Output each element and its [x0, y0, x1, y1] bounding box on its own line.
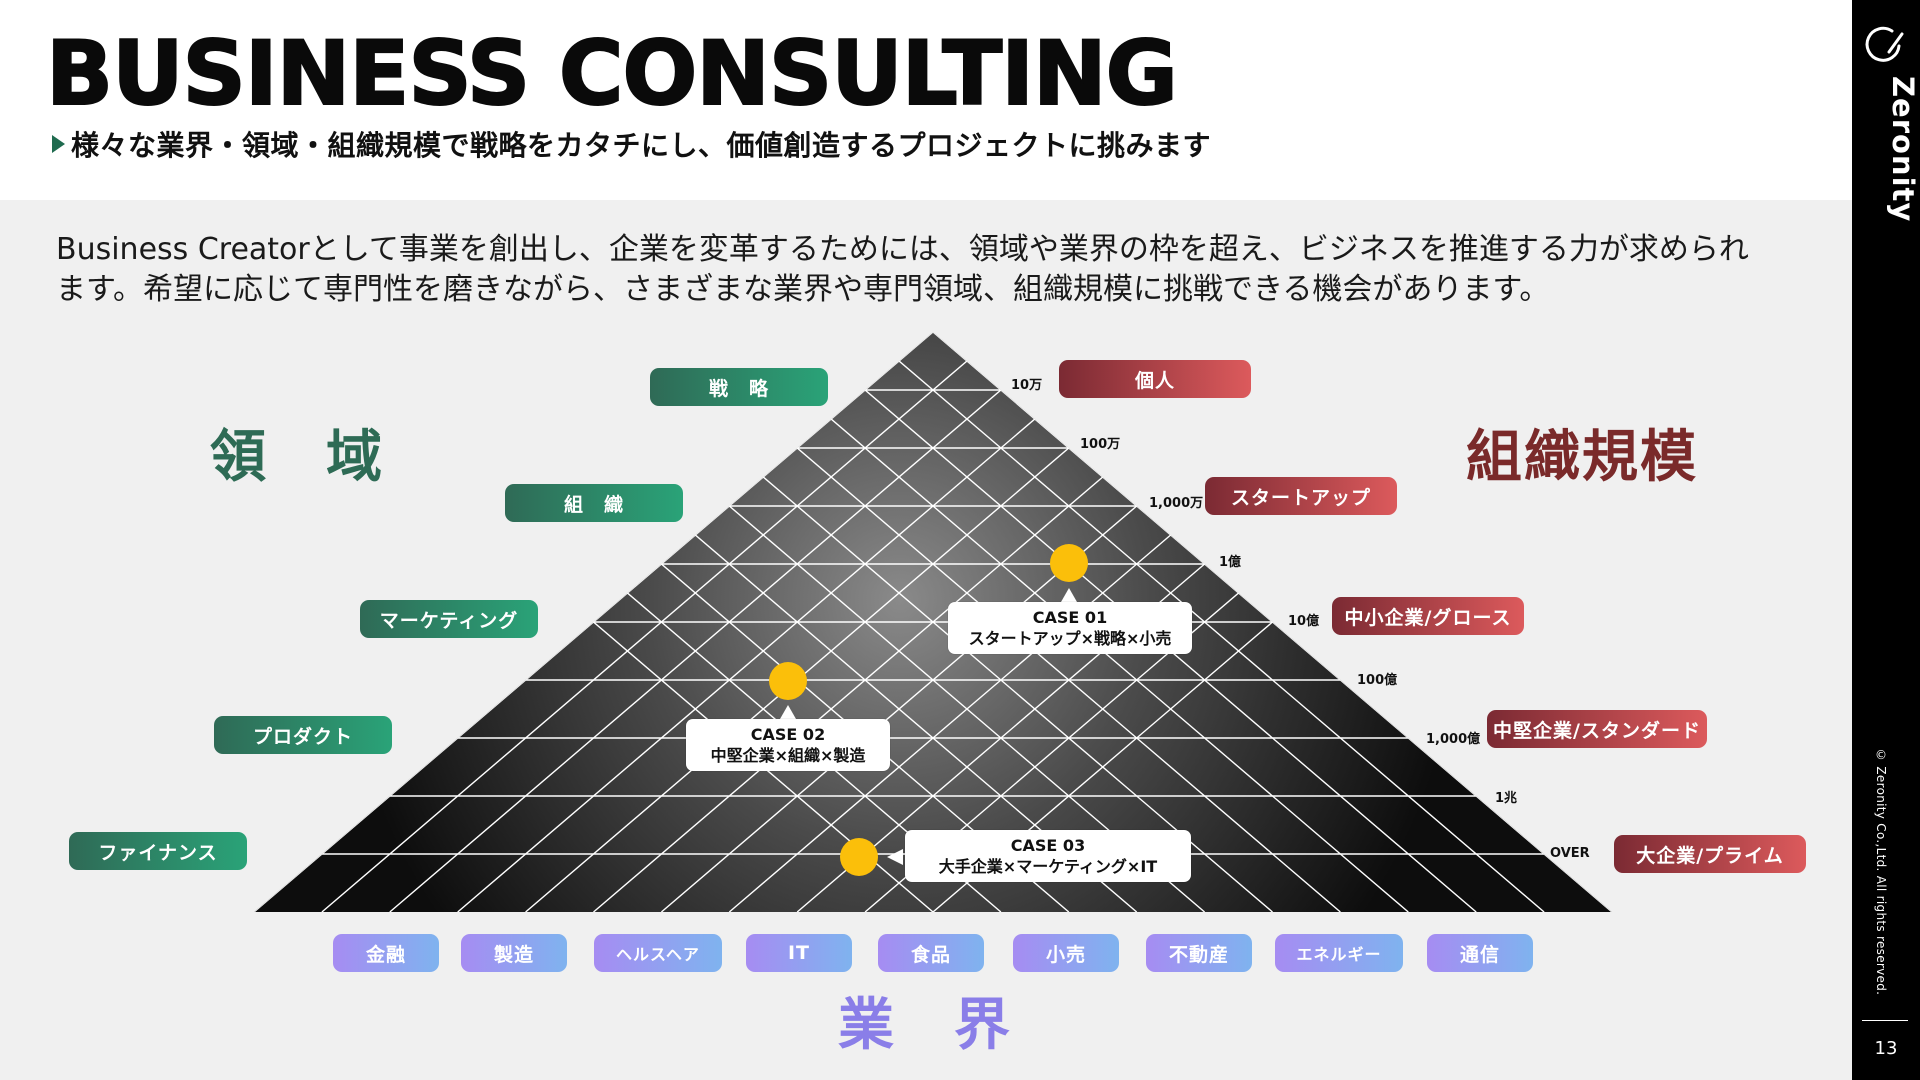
domain-heading: 領 域: [210, 425, 384, 490]
copyright-text: © Zeronity Co.,Ltd. All rights reserved.: [1874, 748, 1888, 996]
scale-label: 100億: [1357, 673, 1398, 688]
triangle-bullet-icon: [52, 135, 65, 153]
scale-label: 1兆: [1495, 791, 1518, 806]
case-01-title: CASE 01: [1032, 608, 1108, 627]
org-tag-midsize-standard: 中堅企業/スタンダード: [1487, 710, 1707, 748]
intro-text: Business Creatorとして事業を創出し、企業を変革するためには、領域…: [56, 232, 1749, 307]
case-03-pointer: [887, 849, 903, 865]
industry-tag-it: IT: [746, 934, 852, 972]
case-03-desc: 大手企業×マーケティング×IT: [938, 857, 1158, 876]
page-number: 13: [1874, 1038, 1898, 1059]
scale-label: 10万: [1011, 378, 1043, 393]
domain-tag-strategy: 戦 略: [650, 368, 828, 406]
domain-tag-finance: ファイナンス: [69, 832, 247, 870]
zeronity-logo-icon: [1865, 26, 1904, 62]
brand-sidebar: [1852, 0, 1920, 1080]
scale-label: 100万: [1080, 437, 1121, 452]
brand-name: Zeronity: [1886, 76, 1920, 223]
industry-heading: 業 界: [838, 993, 1012, 1058]
industry-tag-food: 食品: [878, 934, 984, 972]
page-subtitle: 様々な業界・領域・組織規模で戦略をカタチにし、価値創造するプロジェクトに挑みます: [71, 129, 1212, 162]
slide-header: BUSINESS CONSULTING 様々な業界・領域・組織規模で戦略をカタチ…: [0, 0, 1852, 200]
scale-label: 1,000億: [1426, 732, 1481, 747]
case-02-desc: 中堅企業×組織×製造: [710, 746, 866, 765]
industry-tag-telecom: 通信: [1427, 934, 1533, 972]
case-03-callout: CASE 03 大手企業×マーケティング×IT: [905, 830, 1191, 882]
industry-tag-energy: エネルギー: [1275, 934, 1403, 972]
case-03-marker: [840, 838, 878, 876]
org-tag-enterprise-prime: 大企業/プライム: [1614, 835, 1806, 873]
industry-tag-retail: 小売: [1013, 934, 1119, 972]
scale-label: OVER: [1550, 846, 1590, 861]
org-tag-startup: スタートアップ: [1205, 477, 1397, 515]
page-title: BUSINESS CONSULTING: [45, 22, 1179, 125]
industry-tag-manufacturing: 製造: [461, 934, 567, 972]
industry-tag-real-estate: 不動産: [1146, 934, 1252, 972]
case-02-pointer: [780, 705, 796, 719]
case-01-pointer: [1061, 588, 1077, 602]
industry-tag-healthcare: ヘルスヘア: [594, 934, 722, 972]
domain-tag-marketing: マーケティング: [360, 600, 538, 638]
case-01-marker: [1050, 544, 1088, 582]
case-01-desc: スタートアップ×戦略×小売: [968, 629, 1172, 648]
scale-label: 10億: [1288, 614, 1320, 629]
case-01-callout: CASE 01 スタートアップ×戦略×小売: [948, 602, 1192, 654]
org-tag-sme-growth: 中小企業/グロース: [1332, 597, 1524, 635]
domain-tag-product: プロダクト: [214, 716, 392, 754]
subtitle-row: 様々な業界・領域・組織規模で戦略をカタチにし、価値創造するプロジェクトに挑みます: [52, 124, 1211, 164]
domain-tag-organization: 組 織: [505, 484, 683, 522]
industry-tag-finance: 金融: [333, 934, 439, 972]
organization-scale-heading: 組織規模: [1466, 425, 1698, 490]
case-02-title: CASE 02: [750, 725, 826, 744]
scale-label: 1,000万: [1149, 496, 1204, 511]
case-03-title: CASE 03: [1010, 836, 1086, 855]
org-tag-individual: 個人: [1059, 360, 1251, 398]
case-02-marker: [769, 662, 807, 700]
scale-label: 1億: [1219, 555, 1242, 570]
page-divider: [1862, 1020, 1908, 1021]
case-02-callout: CASE 02 中堅企業×組織×製造: [686, 719, 890, 771]
